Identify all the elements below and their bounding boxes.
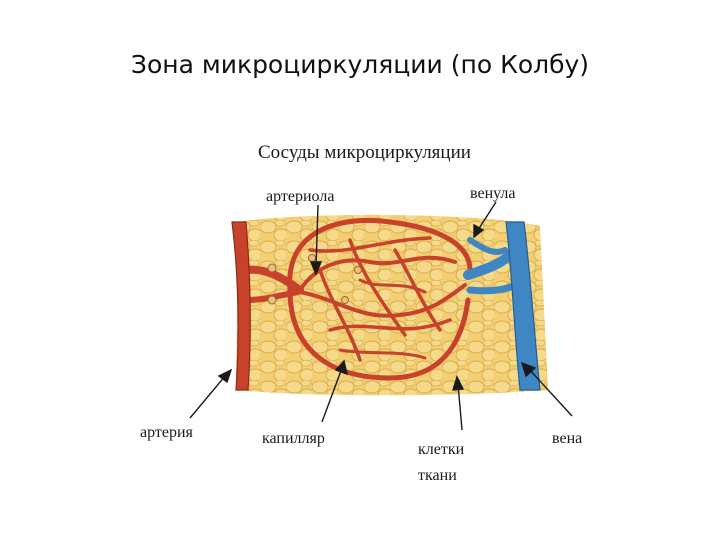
label-tissue-cells-line2: ткани [418,467,457,484]
label-arteriole: артериола [266,188,334,205]
label-artery: артерия [140,424,194,441]
venule-upper [467,237,508,255]
diagram-heading: Сосуды микроциркуляции [258,142,471,163]
label-tissue-cells-line1: клетки [418,441,465,458]
leader-arrows [189,201,573,431]
slide-title: Зона микроциркуляции (по Колбу) [130,50,590,79]
capillary-network [287,217,473,381]
vein-vessel [505,221,541,391]
label-vein: вена [552,430,582,447]
artery-vessel [231,221,251,391]
sphincter-rings [267,254,362,305]
arteriole-vessel [242,265,304,294]
label-venule: венула [470,185,516,202]
label-capillary: капилляр [262,430,325,447]
